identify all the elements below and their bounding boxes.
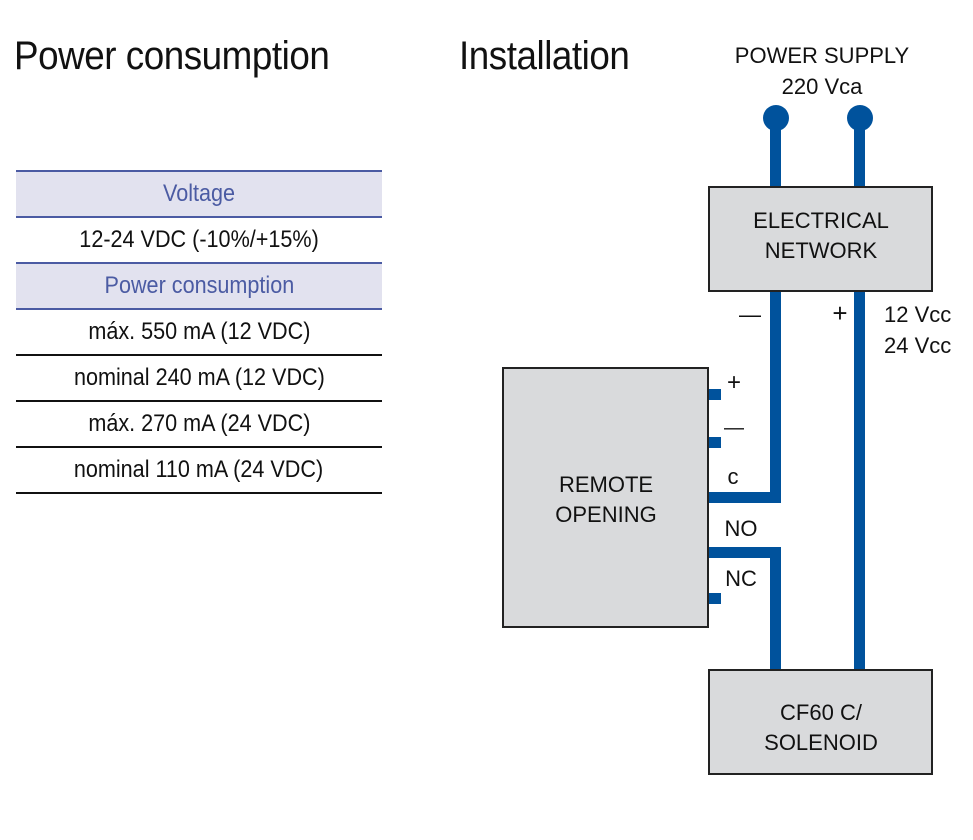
power-consumption-title: Power consumption bbox=[14, 34, 330, 78]
terminal-plus-label: + bbox=[727, 369, 741, 396]
voltage-header-label: Voltage bbox=[162, 180, 236, 207]
dc-12v-label: 12 Vcc bbox=[884, 302, 951, 327]
remote-opening-label-1: REMOTE bbox=[559, 472, 653, 497]
electrical-network-label-2: NETWORK bbox=[765, 238, 878, 263]
power-supply-voltage: 220 Vca bbox=[782, 74, 863, 99]
plus-terminal-stub bbox=[709, 389, 721, 400]
table-row: máx. 270 mA (24 VDC) bbox=[16, 402, 382, 448]
supply-terminal-left-icon bbox=[763, 105, 789, 131]
power-supply-label: POWER SUPPLY bbox=[735, 43, 910, 68]
voltage-value-row: 12-24 VDC (-10%/+15%) bbox=[16, 218, 382, 262]
electrical-network-box bbox=[708, 186, 933, 292]
installation-title: Installation bbox=[459, 34, 630, 78]
nominal-24vdc-value: nominal 110 mA (24 VDC) bbox=[74, 456, 324, 483]
supply-wire-left bbox=[770, 118, 781, 188]
solenoid-box bbox=[708, 669, 933, 775]
remote-opening-box bbox=[502, 367, 709, 628]
max-12vdc-value: máx. 550 mA (12 VDC) bbox=[87, 318, 311, 345]
max-24vdc-value: máx. 270 mA (24 VDC) bbox=[87, 410, 311, 437]
positive-wire bbox=[854, 290, 865, 671]
nominal-12vdc-value: nominal 240 mA (12 VDC) bbox=[73, 364, 325, 391]
remote-opening-label-2: OPENING bbox=[555, 502, 656, 527]
spec-table: Voltage 12-24 VDC (-10%/+15%) Power cons… bbox=[16, 170, 382, 494]
voltage-header: Voltage bbox=[16, 170, 382, 218]
supply-wire-right bbox=[854, 118, 865, 188]
voltage-value: 12-24 VDC (-10%/+15%) bbox=[79, 226, 319, 253]
terminal-nc-label: NC bbox=[725, 566, 757, 591]
minus-terminal-stub bbox=[709, 437, 721, 448]
nc-terminal-stub bbox=[709, 593, 721, 604]
solenoid-label-2: SOLENOID bbox=[764, 730, 878, 755]
solenoid-label-1: CF60 C/ bbox=[780, 700, 863, 725]
c-terminal-wire bbox=[709, 492, 781, 503]
electrical-network-label-1: ELECTRICAL bbox=[753, 208, 889, 233]
power-consumption-header: Power consumption bbox=[16, 262, 382, 310]
negative-wire bbox=[770, 290, 781, 503]
table-row: máx. 550 mA (12 VDC) bbox=[16, 310, 382, 356]
terminal-no-label: NO bbox=[725, 516, 758, 541]
dc-24v-label: 24 Vcc bbox=[884, 333, 951, 358]
dc-minus-label: — bbox=[739, 302, 761, 327]
terminal-minus-label: — bbox=[724, 417, 744, 439]
supply-terminal-right-icon bbox=[847, 105, 873, 131]
terminal-c-label: c bbox=[728, 464, 739, 489]
table-row: nominal 110 mA (24 VDC) bbox=[16, 448, 382, 494]
no-terminal-wire bbox=[709, 547, 781, 558]
table-row: nominal 240 mA (12 VDC) bbox=[16, 356, 382, 402]
solenoid-wire-left bbox=[770, 547, 781, 671]
dc-plus-label: + bbox=[832, 298, 847, 328]
power-consumption-header-label: Power consumption bbox=[104, 272, 294, 299]
